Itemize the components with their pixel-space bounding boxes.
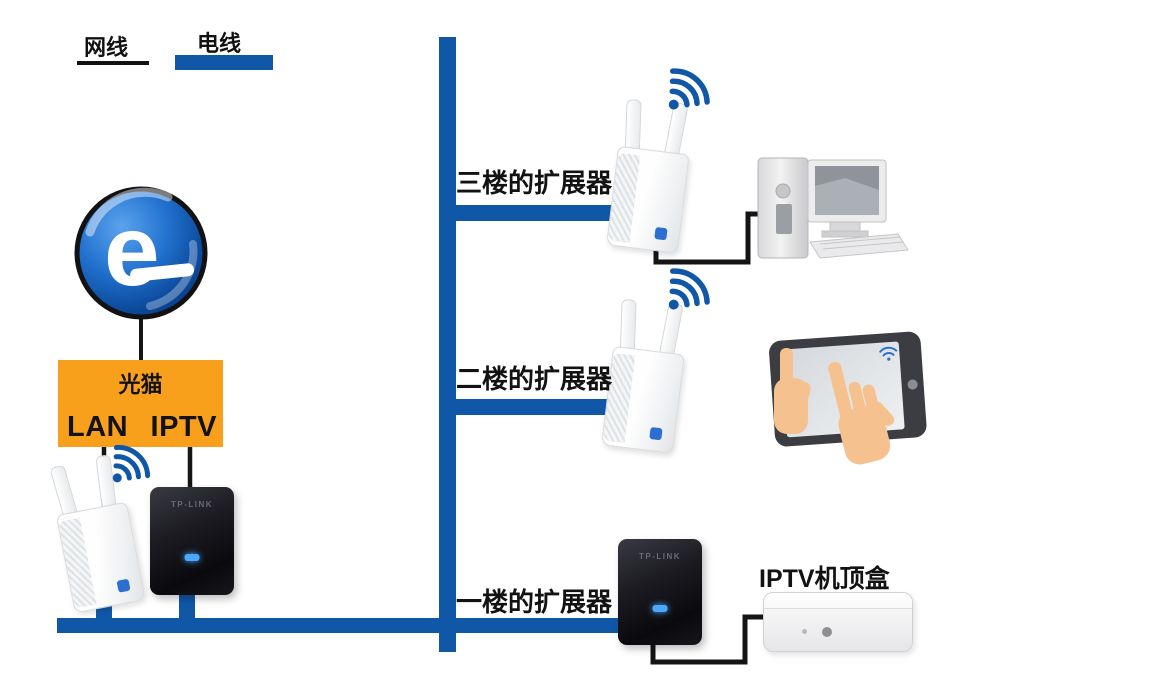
powerline-adapter-modem: TP-LINK — [150, 487, 234, 595]
adapter-brand: TP-LINK — [170, 500, 214, 509]
floor1-extender-label: 一楼的扩展器 — [456, 587, 613, 617]
power-line-main-vertical — [439, 37, 456, 652]
optical-modem-box: 光猫 LAN IPTV — [58, 360, 223, 447]
wifi-icon — [112, 444, 151, 483]
extender-logo — [116, 578, 131, 593]
power-line-branch-floor3 — [447, 205, 622, 221]
iptv-set-top-box — [763, 592, 913, 652]
wifi-icon — [668, 68, 710, 110]
internet-letter: e — [104, 195, 160, 307]
left-hand — [774, 348, 811, 434]
tablet-with-hands — [769, 331, 927, 465]
wifi-icon — [668, 268, 710, 310]
internet-icon: e — [74, 186, 208, 320]
right-hand — [828, 361, 895, 465]
legend-power-line-swatch — [175, 55, 273, 70]
powerline-adapter-floor1: TP-LINK — [618, 539, 702, 645]
extender-body — [55, 501, 146, 614]
modem-iptv-port-label: IPTV — [150, 411, 217, 443]
floor3-extender-label: 三楼的扩展器 — [456, 168, 613, 198]
extender-body — [601, 345, 685, 454]
iptv-stb-label: IPTV机顶盒 — [759, 565, 890, 593]
stb-ir-dot — [802, 629, 807, 634]
extender-logo — [649, 426, 663, 441]
legend-power-line-label: 电线 — [197, 31, 242, 56]
adapter-led — [184, 553, 200, 561]
adapter-led — [652, 604, 668, 612]
legend-network-cable-swatch — [77, 61, 149, 65]
stb-lid-line — [764, 608, 912, 609]
legend-network-cable-label: 网线 — [84, 35, 129, 60]
extender-vent — [58, 517, 97, 609]
tablet-wifi-icon — [879, 346, 898, 357]
floor2-extender-label: 二楼的扩展器 — [456, 364, 613, 394]
power-line-stub-adapter — [179, 588, 195, 620]
extender-logo — [654, 226, 668, 241]
modem-lan-port-label: LAN — [67, 411, 129, 443]
stb-power-button — [822, 627, 832, 637]
extender-vent — [607, 152, 641, 243]
extender-body — [606, 145, 690, 254]
desktop-computer — [757, 157, 909, 259]
power-line-bottom-horizontal — [57, 618, 620, 633]
power-line-branch-floor2 — [447, 399, 618, 415]
modem-title: 光猫 — [118, 372, 163, 397]
adapter-brand: TP-LINK — [638, 552, 682, 561]
